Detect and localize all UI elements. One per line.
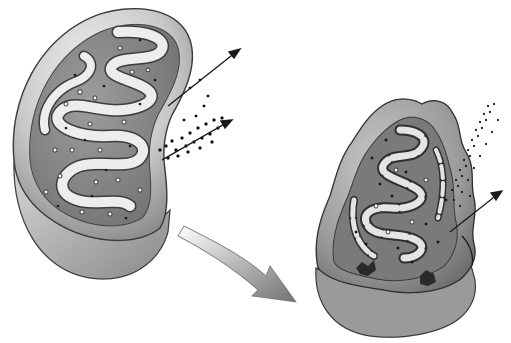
transition-arrow	[178, 226, 296, 302]
damaged-mitochondrion	[316, 99, 502, 337]
